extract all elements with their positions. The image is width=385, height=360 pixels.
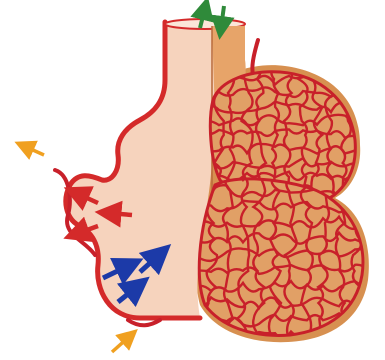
red-arrow-2-icon (108, 213, 132, 215)
orange-arrow-in-icon (112, 336, 130, 352)
orange-arrow-out-icon (24, 146, 44, 155)
capillary-vessel-bottom (128, 320, 160, 325)
lower-alveolus (189, 169, 371, 351)
